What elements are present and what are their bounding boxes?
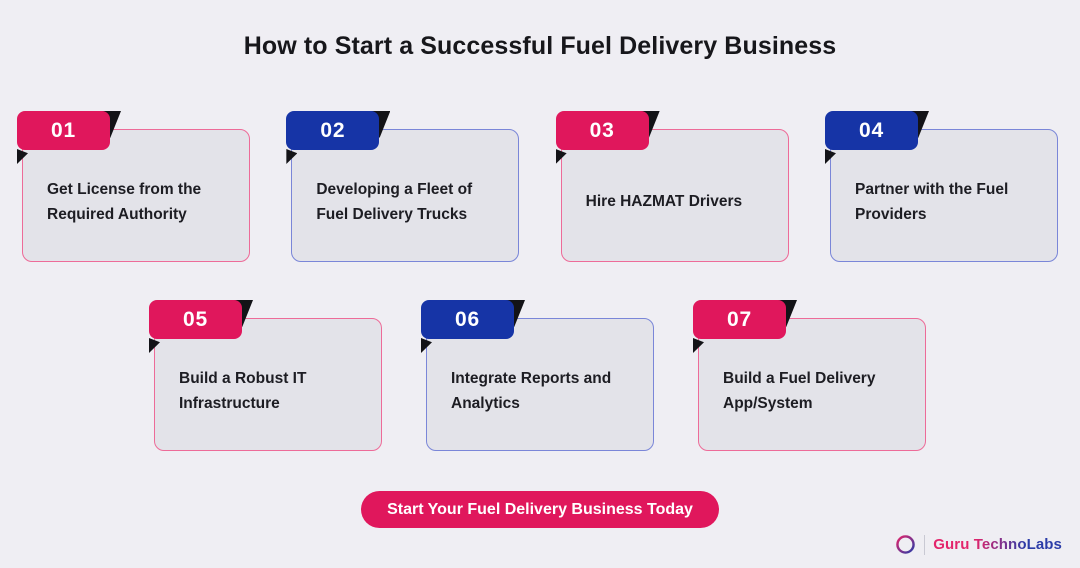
step-card-04: 04 Partner with the Fuel Providers xyxy=(824,111,1058,262)
step-card-06: 06 Integrate Reports and Analytics xyxy=(421,300,654,451)
step-number-badge: 02 xyxy=(286,111,380,150)
steps-row-2: 05 Build a Robust IT Infrastructure 06 I… xyxy=(0,299,1080,451)
step-label: Build a Fuel Delivery App/System xyxy=(723,369,876,412)
steps-row-1: 01 Get License from the Required Authori… xyxy=(17,110,1058,262)
g-monogram-icon xyxy=(895,534,916,555)
step-card-07: 07 Build a Fuel Delivery App/System xyxy=(693,300,926,451)
logo-divider xyxy=(924,534,926,555)
step-number-badge: 04 xyxy=(824,111,918,150)
step-number-badge: 03 xyxy=(555,111,649,150)
ribbon-fold-bottom-icon xyxy=(286,149,298,164)
ribbon-fold-bottom-icon xyxy=(555,149,567,164)
page-title: How to Start a Successful Fuel Delivery … xyxy=(243,32,837,60)
step-number-badge: 05 xyxy=(149,300,242,339)
step-card-01: 01 Get License from the Required Authori… xyxy=(17,111,250,262)
step-number-badge: 07 xyxy=(693,300,786,339)
ribbon-fold-bottom-icon xyxy=(824,149,836,164)
ribbon-fold-bottom-icon xyxy=(149,338,160,353)
brand-wordmark: Guru TechnoLabs xyxy=(933,536,1062,553)
step-label: Developing a Fleet of Fuel Delivery Truc… xyxy=(316,180,473,223)
step-label: Get License from the Required Authority xyxy=(47,180,202,223)
ribbon-fold-bottom-icon xyxy=(17,149,28,164)
step-label: Integrate Reports and Analytics xyxy=(451,369,612,412)
brand-logo: Guru TechnoLabs xyxy=(895,534,1062,555)
step-number-badge: 01 xyxy=(17,111,110,150)
ribbon-fold-bottom-icon xyxy=(693,338,704,353)
step-label: Hire HAZMAT Drivers xyxy=(585,193,743,211)
cta-row: Start Your Fuel Delivery Business Today xyxy=(0,491,1080,528)
step-number-badge: 06 xyxy=(421,300,514,339)
ribbon-fold-bottom-icon xyxy=(421,338,432,353)
step-label: Build a Robust IT Infrastructure xyxy=(179,369,307,412)
cta-button[interactable]: Start Your Fuel Delivery Business Today xyxy=(361,491,719,528)
step-card-05: 05 Build a Robust IT Infrastructure xyxy=(149,300,382,451)
step-card-02: 02 Developing a Fleet of Fuel Delivery T… xyxy=(286,111,520,262)
step-card-03: 03 Hire HAZMAT Drivers xyxy=(555,111,789,262)
step-label: Partner with the Fuel Providers xyxy=(854,180,1009,223)
